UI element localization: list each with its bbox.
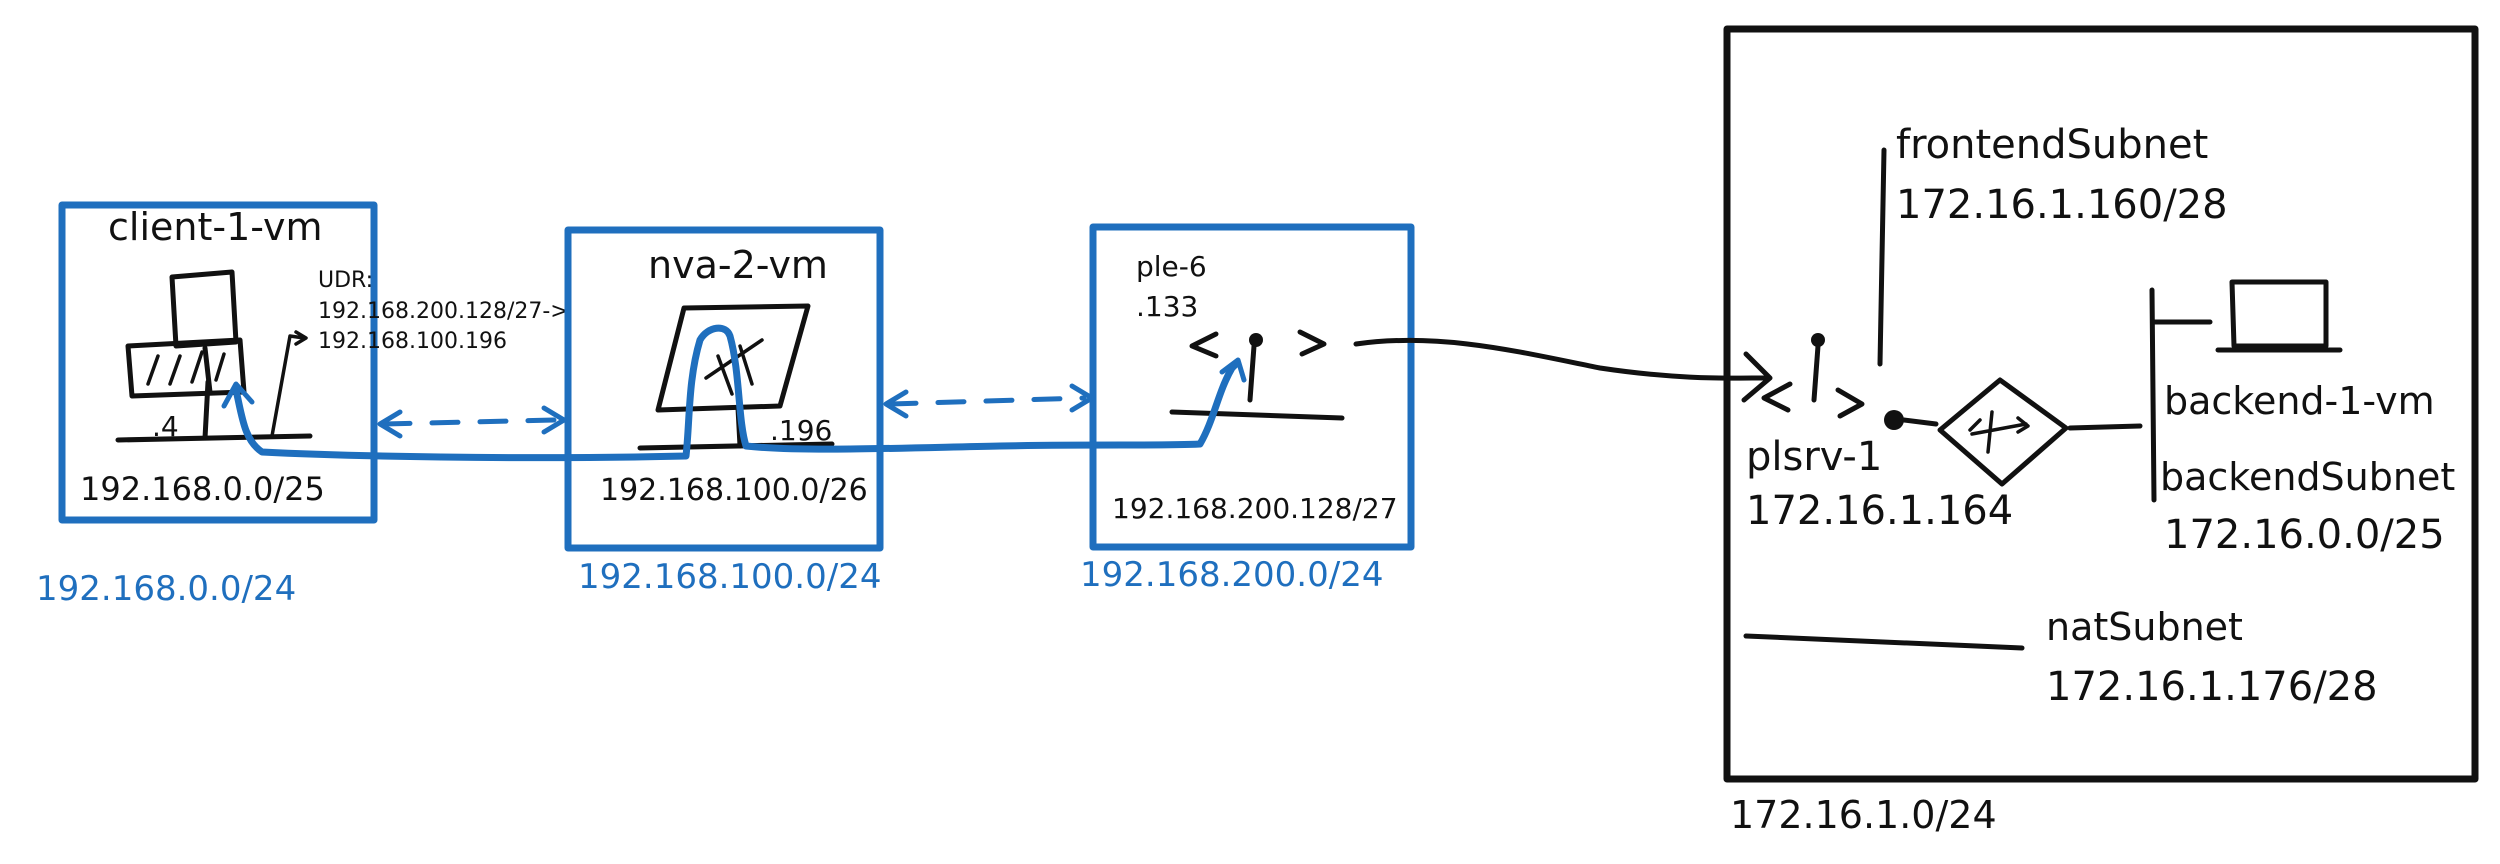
client-vm-name: client-1-vm bbox=[108, 205, 322, 249]
udr-annotation: UDR: 192.168.200.128/27-> 192.168.100.19… bbox=[270, 268, 569, 438]
backend-subnet-name: backendSubnet bbox=[2160, 455, 2455, 499]
ple-subnet-cidr: 192.168.200.128/27 bbox=[1112, 492, 1398, 525]
ple-endpoint-ip: .133 bbox=[1136, 290, 1198, 323]
service-vnet: frontendSubnet 172.16.1.160/28 plsrv-1 1… bbox=[1723, 25, 2479, 783]
nat-subnet-name: natSubnet bbox=[2046, 605, 2243, 649]
vnet-peering-nva-ple bbox=[883, 383, 1095, 419]
client-computer-icon bbox=[125, 269, 247, 399]
udr-route: 192.168.200.128/27-> bbox=[318, 299, 569, 324]
backend-laptop-icon bbox=[2215, 279, 2343, 353]
nva-vnet-cidr: 192.168.100.0/24 bbox=[578, 557, 881, 597]
udr-next-hop: 192.168.100.196 bbox=[318, 329, 507, 354]
ple-vnet-cidr: 192.168.200.0/24 bbox=[1080, 555, 1383, 595]
traffic-flow-path bbox=[221, 324, 1247, 462]
client-subnet-cidr: 192.168.0.0/25 bbox=[80, 470, 325, 508]
backend-vm-name: backend-1-vm bbox=[2164, 379, 2435, 423]
backend-subnet-cidr: 172.16.0.0/25 bbox=[2164, 512, 2445, 558]
backend-subnet-line bbox=[2149, 287, 2157, 503]
client-vnet: client-1-vm .4 UDR: 192.168.200.128/27->… bbox=[36, 201, 569, 609]
client-vnet-cidr: 192.168.0.0/24 bbox=[36, 569, 296, 609]
frontend-subnet-line bbox=[1877, 147, 1887, 367]
nat-subnet-cidr: 172.16.1.176/28 bbox=[2046, 664, 2378, 710]
nva-subnet-box bbox=[564, 226, 884, 552]
ple-subnet-box bbox=[1089, 223, 1415, 551]
nva-subnet-line bbox=[637, 441, 835, 451]
load-balancer-icon bbox=[1884, 377, 2143, 487]
client-nic-stub bbox=[202, 379, 211, 441]
client-nic-ip: .4 bbox=[152, 410, 179, 443]
udr-title: UDR: bbox=[318, 268, 373, 293]
private-link-connection bbox=[1353, 337, 1773, 403]
frontend-subnet-cidr: 172.16.1.160/28 bbox=[1896, 182, 2228, 228]
frontend-subnet-name: frontendSubnet bbox=[1896, 122, 2208, 168]
nva-vm-name: nva-2-vm bbox=[648, 243, 828, 287]
private-endpoint-icon bbox=[1189, 329, 1327, 403]
ple-subnet-line bbox=[1169, 409, 1345, 421]
service-vnet-cidr: 172.16.1.0/24 bbox=[1730, 793, 1997, 837]
nva-vnet: nva-2-vm .196 192.168.100.0/26 192.168.1… bbox=[564, 226, 884, 597]
vnet-peering-client-nva bbox=[377, 405, 567, 439]
pls-ip: 172.16.1.164 bbox=[1746, 488, 2013, 534]
nva-nic-ip: .196 bbox=[770, 414, 832, 447]
pls-name: plsrv-1 bbox=[1746, 434, 1882, 480]
ple-vnet: ple-6 .133 192.168.200.128/27 192.168.20… bbox=[1080, 223, 1415, 595]
ple-endpoint-name: ple-6 bbox=[1136, 250, 1207, 283]
private-link-service-icon bbox=[1761, 333, 1865, 419]
nva-subnet-cidr: 192.168.100.0/26 bbox=[600, 473, 868, 508]
client-subnet-line bbox=[115, 433, 313, 443]
nat-subnet-line bbox=[1743, 633, 2025, 651]
client-subnet-box bbox=[58, 201, 378, 524]
service-vnet-box bbox=[1723, 25, 2479, 783]
